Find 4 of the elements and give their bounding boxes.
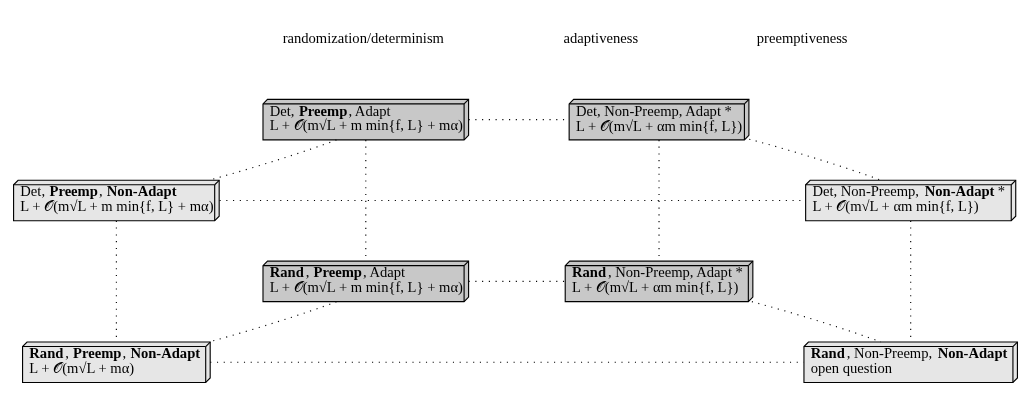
label: randomization/determinism bbox=[282, 29, 444, 46]
connector bbox=[751, 301, 882, 343]
label: adaptiveness bbox=[563, 29, 639, 46]
label: preemptiveness bbox=[756, 29, 848, 46]
